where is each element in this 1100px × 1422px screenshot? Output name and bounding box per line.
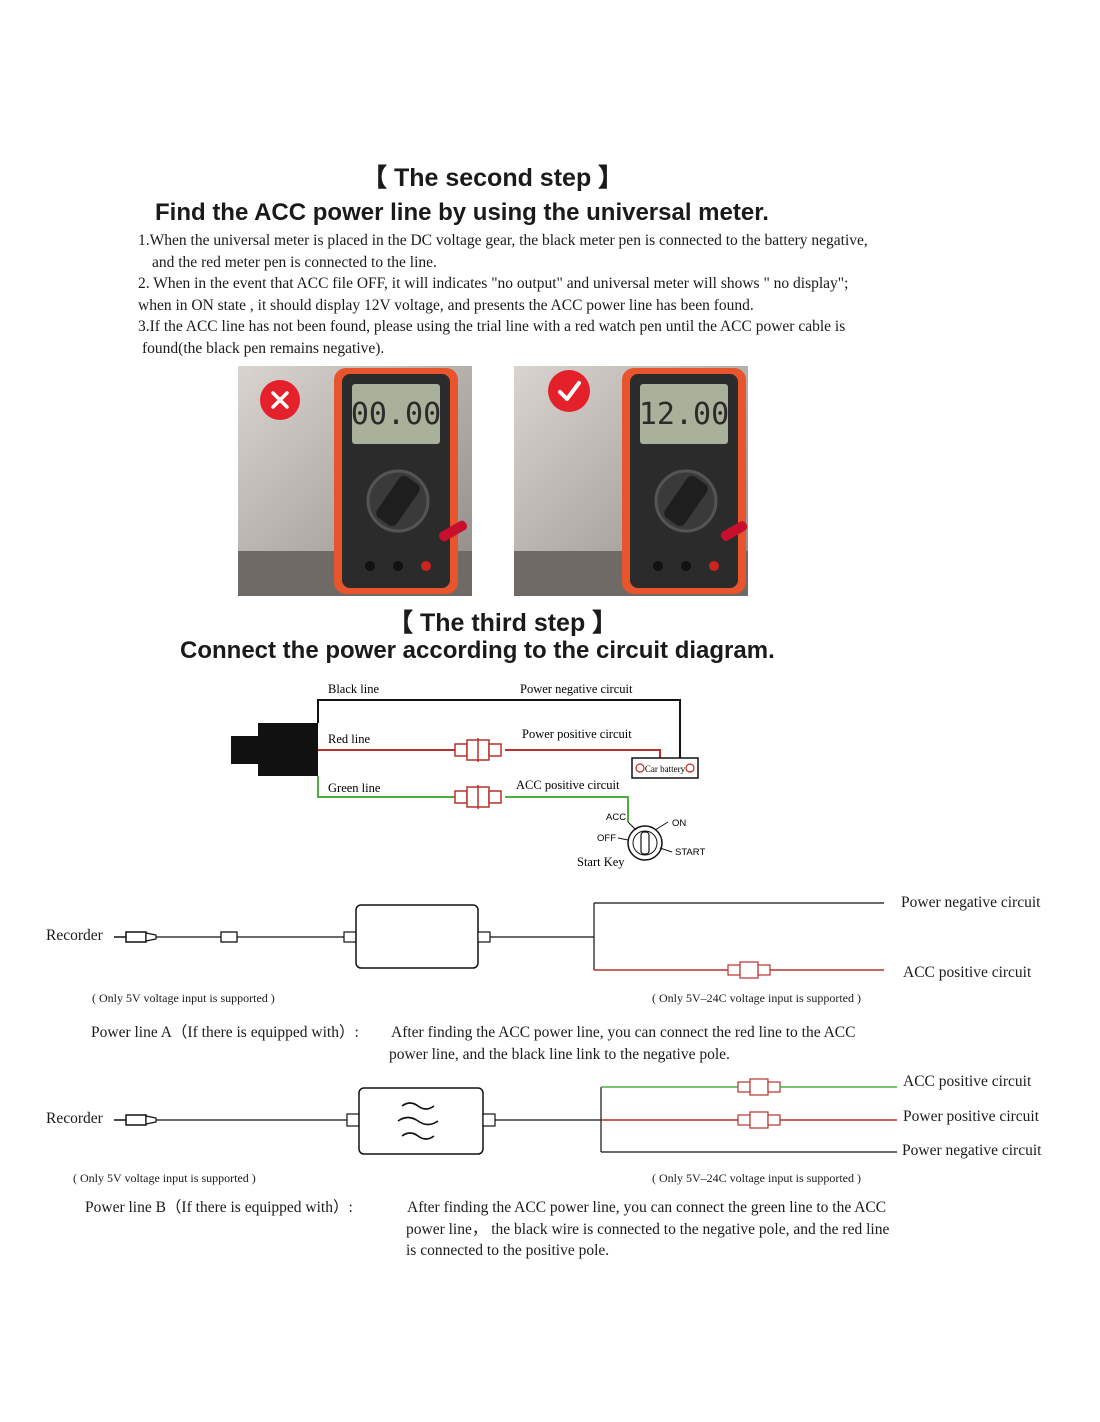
fuse-icon bbox=[738, 1112, 780, 1128]
black-line-label: Black line bbox=[328, 682, 379, 696]
recorder-label-b: Recorder bbox=[46, 1110, 103, 1128]
fuse-icon bbox=[455, 785, 501, 809]
power-positive-label-b: Power positive circuit bbox=[903, 1108, 1039, 1126]
note-left-b: ( Only 5V voltage input is supported ) bbox=[73, 1171, 256, 1186]
desc-line2-b: power line， the black wire is connected … bbox=[406, 1219, 889, 1241]
recorder-plug-icon bbox=[114, 932, 156, 942]
step2-instructions: 1.When the universal meter is placed in … bbox=[138, 230, 998, 359]
circuit-diagram: Car battery Black line Power negative ci… bbox=[0, 670, 1100, 880]
fuse-icon bbox=[455, 738, 501, 762]
desc-line1-a: After finding the ACC power line, you ca… bbox=[391, 1022, 855, 1044]
recorder-plug-icon bbox=[114, 1115, 156, 1125]
fuse-icon bbox=[728, 962, 770, 978]
desc-line2-a: power line, and the black line link to t… bbox=[389, 1044, 730, 1066]
note-right-b: ( Only 5V–24C voltage input is supported… bbox=[652, 1171, 861, 1186]
converter-box bbox=[359, 1088, 483, 1154]
inline-connector bbox=[221, 932, 237, 942]
key-start-label: START bbox=[675, 847, 705, 858]
start-key-icon bbox=[618, 822, 672, 860]
note-left-a: ( Only 5V voltage input is supported ) bbox=[92, 991, 275, 1006]
plug-icon bbox=[231, 736, 261, 764]
meter-photo-right: 12.00 bbox=[514, 366, 748, 596]
battery-label: Car battery bbox=[645, 764, 686, 774]
instruction-2b: when in ON state , it should display 12V… bbox=[138, 295, 998, 317]
step2-title: 【 The second step 】 bbox=[362, 158, 623, 194]
desc-line3-b: is connected to the positive pole. bbox=[406, 1240, 609, 1262]
desc-line1-b: After finding the ACC power line, you ca… bbox=[407, 1197, 886, 1219]
acc-positive-label: ACC positive circuit bbox=[516, 778, 620, 792]
meter-display-right: 12.00 bbox=[639, 397, 729, 432]
key-acc-label: ACC bbox=[606, 812, 626, 823]
red-line-label: Red line bbox=[328, 732, 370, 746]
instruction-2a: 2. When in the event that ACC file OFF, … bbox=[138, 273, 998, 295]
meter-photo-wrong: 00.00 bbox=[238, 366, 472, 596]
acc-positive-label-a: ACC positive circuit bbox=[903, 964, 1031, 982]
step2-subtitle: Find the ACC power line by using the uni… bbox=[155, 199, 769, 227]
green-line-label: Green line bbox=[328, 781, 381, 795]
power-negative-label: Power negative circuit bbox=[520, 682, 633, 696]
note-right-a: ( Only 5V–24C voltage input is supported… bbox=[652, 991, 861, 1006]
start-key-label: Start Key bbox=[577, 855, 625, 869]
converter-box bbox=[356, 905, 478, 968]
step3-title: 【 The third step 】 bbox=[388, 603, 617, 639]
check-icon bbox=[548, 370, 590, 412]
instruction-3a: 3.If the ACC line has not been found, pl… bbox=[138, 316, 998, 338]
fuse-icon bbox=[738, 1079, 780, 1095]
step3-subtitle: Connect the power according to the circu… bbox=[180, 637, 775, 665]
recorder-label-a: Recorder bbox=[46, 927, 103, 945]
key-off-label: OFF bbox=[597, 833, 616, 844]
instruction-1a: 1.When the universal meter is placed in … bbox=[138, 230, 998, 252]
meter-display-wrong: 00.00 bbox=[351, 397, 441, 432]
key-on-label: ON bbox=[672, 818, 686, 829]
desc-label-a: Power line A（If there is equipped with）: bbox=[91, 1022, 359, 1044]
instruction-3b: found(the black pen remains negative). bbox=[138, 338, 998, 360]
acc-positive-label-b: ACC positive circuit bbox=[903, 1073, 1031, 1091]
power-negative-label-a: Power negative circuit bbox=[901, 894, 1040, 912]
desc-label-b: Power line B（If there is equipped with）: bbox=[85, 1197, 353, 1219]
cross-icon bbox=[260, 380, 300, 420]
instruction-1b: and the red meter pen is connected to th… bbox=[138, 252, 998, 274]
power-positive-label: Power positive circuit bbox=[522, 727, 632, 741]
power-negative-label-b: Power negative circuit bbox=[902, 1142, 1041, 1160]
